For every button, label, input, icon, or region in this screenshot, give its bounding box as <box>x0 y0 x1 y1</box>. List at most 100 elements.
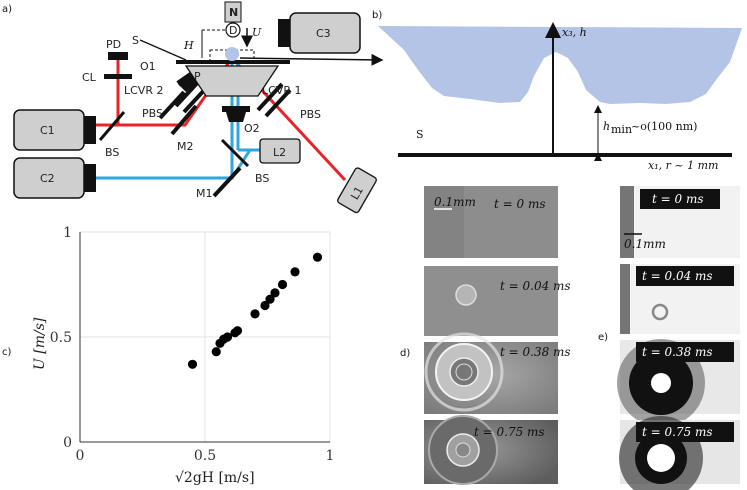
hmin-order: ~o(100 nm) <box>631 120 697 133</box>
frame-e-3-time-box <box>636 422 734 442</box>
panel-label-e: e) <box>598 332 608 343</box>
label-m1: M1 <box>196 187 213 200</box>
objective-o2 <box>222 106 250 122</box>
frame-e-2-center <box>651 373 671 393</box>
hmin-sub: min <box>611 123 632 136</box>
x-axis-label: √2gH [m/s] <box>175 470 255 486</box>
data-point-1 <box>211 347 221 357</box>
frame-d-3-time: t = 0.75 ms <box>474 425 545 439</box>
panel-label-a: a) <box>2 4 12 15</box>
panel-e-frames: e) t = 0 ms 0.1mm t = 0.04 ms t = 0.38 m… <box>598 186 740 490</box>
frame-e-1-edge <box>620 264 630 334</box>
label-l1: L1 <box>348 184 366 202</box>
frame-d-0-shade <box>424 186 464 258</box>
frame-e-0: t = 0 ms 0.1mm <box>620 186 740 258</box>
frame-d-2-time: t = 0.38 ms <box>500 345 571 359</box>
frame-e-0-edge <box>620 186 634 258</box>
x-tick-label: 0 <box>76 448 85 464</box>
data-point-0 <box>187 359 198 369</box>
data-points <box>187 252 323 369</box>
data-point-9 <box>265 294 275 304</box>
frame-d-3: t = 0.75 ms <box>424 415 558 485</box>
label-pbs-left: PBS <box>142 107 163 120</box>
y-axis-label: U [m/s] <box>32 317 48 370</box>
y-tick-label: 1 <box>63 225 72 241</box>
data-point-7 <box>250 309 260 319</box>
frame-e-2: t = 0.38 ms <box>617 339 740 427</box>
data-point-10 <box>270 288 280 298</box>
x3-axis-label: x₃, h <box>562 26 587 39</box>
lcvr-1 <box>256 82 284 112</box>
frame-d-0-scale-label: 0.1mm <box>434 195 476 209</box>
s-leader <box>139 39 187 61</box>
label-u: U <box>252 26 262 39</box>
photodiode-pd <box>108 52 128 60</box>
prism-p <box>184 65 280 97</box>
frame-d-1: t = 0.04 ms <box>424 266 571 336</box>
data-point-8 <box>260 300 270 311</box>
mirror-m1 <box>212 166 242 198</box>
data-point-6 <box>232 326 243 336</box>
data-point-13 <box>312 252 323 262</box>
frame-d-2-center <box>449 357 479 387</box>
frame-d-0-time: t = 0 ms <box>494 197 546 211</box>
pbs-left <box>158 90 186 120</box>
camera-c2: C2 <box>13 157 96 199</box>
frame-e-2-time: t = 0.38 ms <box>642 345 713 359</box>
data-point-11 <box>277 279 288 290</box>
label-d: D <box>229 24 237 37</box>
camera-c1: C1 <box>13 109 96 151</box>
label-c1: C1 <box>40 124 55 137</box>
frame-e-1-time: t = 0.04 ms <box>642 269 713 283</box>
label-o1: O1 <box>140 60 156 73</box>
substrate-label: S <box>416 128 424 141</box>
needle-n <box>224 1 242 23</box>
mirror-m2 <box>170 104 198 136</box>
frame-d-2-ring-outer <box>424 332 504 412</box>
frame-d-1-spot <box>455 284 477 306</box>
label-pd: PD <box>106 38 121 51</box>
label-p: P <box>194 70 201 83</box>
data-point-4 <box>222 332 233 342</box>
frame-e-0-time-box <box>640 189 720 209</box>
optical-axis-arrow <box>239 53 384 66</box>
label-lcvr1: LCVR 1 <box>262 84 301 97</box>
pbs-right <box>264 88 292 118</box>
data-point-12 <box>290 267 300 277</box>
frame-d-2-center-ring <box>455 363 473 381</box>
beam-splitter-left <box>98 111 126 141</box>
frame-e-2-time-box <box>636 342 734 362</box>
y-tick-label: 0 <box>63 435 72 451</box>
frame-e-3-center <box>647 444 675 472</box>
frame-d-1-time: t = 0.04 ms <box>500 279 571 293</box>
drop-d <box>225 22 241 38</box>
laser-l2: L2 <box>259 138 301 164</box>
hmin-label: h <box>603 120 610 133</box>
label-m2: M2 <box>177 140 194 153</box>
drop-on-substrate <box>225 47 239 61</box>
beam-splitter-right <box>220 138 250 168</box>
y-ticks: 00.51 <box>50 225 72 451</box>
label-bs-right: BS <box>255 172 269 185</box>
y-tick-label: 0.5 <box>50 330 72 346</box>
frame-d-1-image <box>424 266 558 336</box>
label-n: N <box>229 6 238 19</box>
chart-grid <box>79 231 331 443</box>
frame-e-1: t = 0.04 ms <box>620 264 740 334</box>
camera-c3: C3 <box>278 12 361 54</box>
label-l2: L2 <box>273 146 286 159</box>
label-s: S <box>132 34 139 47</box>
x1-axis-label: x₁, r ~ 1 mm <box>648 159 718 172</box>
lens-cl <box>104 74 132 79</box>
frame-d-0: 0.1mm t = 0 ms <box>424 186 558 258</box>
label-lcvr2: LCVR 2 <box>124 84 163 97</box>
panel-a-setup: a) C1 C2 C3 PD <box>2 1 384 214</box>
label-c2: C2 <box>40 172 55 185</box>
panel-label-d: d) <box>400 348 410 359</box>
label-pbs-right: PBS <box>300 108 321 121</box>
x-tick-label: 0.5 <box>194 448 216 464</box>
x-tick-label: 1 <box>326 448 335 464</box>
